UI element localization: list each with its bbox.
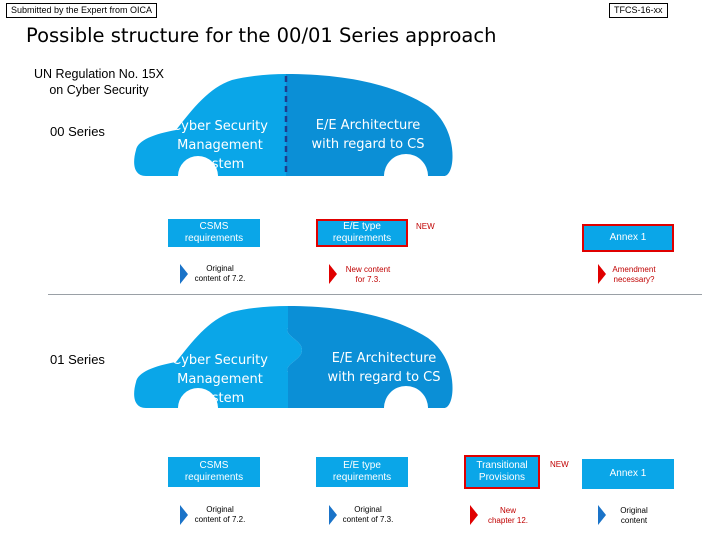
series-divider <box>48 294 702 295</box>
series-01-csms-arrow-icon <box>180 505 188 525</box>
series-01-csms-note-line-2: content of 7.2. <box>194 515 246 524</box>
series-00-csms-note-line-1: Original <box>206 264 234 273</box>
car-00-rear-wheel-well <box>384 156 428 198</box>
series-00-ee-note-line-2: for 7.3. <box>355 275 381 284</box>
series-00-csms-box: CSMS requirements <box>168 219 260 247</box>
series-01-transitional-note: New chapter 12. <box>478 506 538 526</box>
series-01-ee-box-line-1: E/E type <box>343 460 381 471</box>
car-01-left-piece <box>134 306 302 408</box>
series-00-annex-arrow-icon <box>598 264 606 284</box>
car-01-csms-line-3: System <box>195 391 245 406</box>
series-01-annex-box: Annex 1 <box>582 459 674 489</box>
series-01-csms-box-line-1: CSMS <box>199 460 229 471</box>
series-00-ee-box-line-1: E/E type <box>343 221 381 232</box>
series-00-csms-box-line-1: CSMS <box>199 221 229 232</box>
car-00-left-half <box>134 74 286 176</box>
series-01-transitional-arrow-icon <box>470 505 478 525</box>
series-00-ee-box-line-2: requirements <box>332 233 392 244</box>
car-00-csms-line-1: Cyber Security <box>172 119 268 134</box>
series-00-ee-box: E/E type requirements <box>316 219 408 247</box>
car-00-front-wheel-well <box>178 158 218 198</box>
series-01-annex-arrow-icon <box>598 505 606 525</box>
series-01-transitional-box-line-2: Provisions <box>478 472 526 483</box>
series-00-ee-arrow-icon <box>329 264 337 284</box>
series-01-ee-note: Original content of 7.3. <box>338 505 398 525</box>
series-01-transitional-box-line-1: Transitional <box>476 460 528 471</box>
car-00-ee-line-2: with regard to CS <box>311 137 425 152</box>
series-00-annex-note: Amendment necessary? <box>604 265 664 285</box>
car-00-ee-line-1: E/E Architecture <box>315 118 421 133</box>
page-title: Possible structure for the 00/01 Series … <box>26 24 497 47</box>
series-01-ee-box-line-2: requirements <box>332 472 392 483</box>
series-00-csms-note-line-2: content of 7.2. <box>194 274 246 283</box>
car-00-csms-text: Cyber Security Management System <box>150 117 290 174</box>
car-01-ee-line-1: E/E Architecture <box>331 351 437 366</box>
series-00-ee-note: New content for 7.3. <box>338 265 398 285</box>
series-00-annex-note-line-2: necessary? <box>613 275 655 284</box>
car-00-ee-text: E/E Architecture with regard to CS <box>298 116 438 154</box>
doc-ref-tag: TFCS-16-xx <box>609 3 668 18</box>
series-01-annex-note: Original content <box>604 506 664 526</box>
series-01-transitional-note-line-2: chapter 12. <box>487 516 529 525</box>
regulation-line-1: UN Regulation No. 15X <box>34 67 164 81</box>
car-01-csms-text: Cyber Security Management System <box>150 351 290 408</box>
series-00-annex-box: Annex 1 <box>582 224 674 252</box>
series-00-label: 00 Series <box>50 124 105 139</box>
series-00-csms-note: Original content of 7.2. <box>190 264 250 284</box>
regulation-line-2: on Cyber Security <box>49 83 149 97</box>
series-00-ee-note-line-1: New content <box>345 265 391 274</box>
car-00-right-half <box>286 74 453 176</box>
series-01-csms-note: Original content of 7.2. <box>190 505 250 525</box>
series-01-new-label: NEW <box>550 460 569 469</box>
car-01-ee-text: E/E Architecture with regard to CS <box>314 349 454 387</box>
series-01-csms-note-line-1: Original <box>206 505 234 514</box>
car-01-illustration <box>134 306 453 430</box>
series-00-csms-arrow-icon <box>180 264 188 284</box>
car-01-csms-line-2: Management <box>177 372 263 387</box>
series-01-ee-arrow-icon <box>329 505 337 525</box>
regulation-label: UN Regulation No. 15X on Cyber Security <box>14 66 184 98</box>
series-01-annex-note-line-2: content <box>620 516 648 525</box>
series-01-label: 01 Series <box>50 352 105 367</box>
car-01-ee-line-2: with regard to CS <box>327 370 441 385</box>
series-01-annex-note-line-1: Original <box>620 506 648 515</box>
series-01-ee-box: E/E type requirements <box>316 457 408 487</box>
car-01-csms-line-1: Cyber Security <box>172 353 268 368</box>
car-00-illustration <box>134 74 453 198</box>
series-01-transitional-note-line-1: New <box>499 506 516 515</box>
series-01-csms-box: CSMS requirements <box>168 457 260 487</box>
series-01-ee-note-line-1: Original <box>354 505 382 514</box>
series-01-transitional-box: Transitional Provisions <box>464 455 540 489</box>
car-01-front-wheel-well <box>178 390 218 430</box>
series-01-csms-box-line-2: requirements <box>184 472 244 483</box>
series-00-new-label: NEW <box>416 222 435 231</box>
car-00-csms-line-3: System <box>195 157 245 172</box>
submitted-by-tag: Submitted by the Expert from OICA <box>6 3 158 18</box>
series-00-csms-box-line-2: requirements <box>184 233 244 244</box>
series-01-ee-note-line-2: content of 7.3. <box>342 515 394 524</box>
series-00-annex-note-line-1: Amendment <box>612 265 656 274</box>
car-01-right-piece <box>287 306 453 408</box>
car-00-csms-line-2: Management <box>177 138 263 153</box>
car-01-rear-wheel-well <box>384 388 428 430</box>
